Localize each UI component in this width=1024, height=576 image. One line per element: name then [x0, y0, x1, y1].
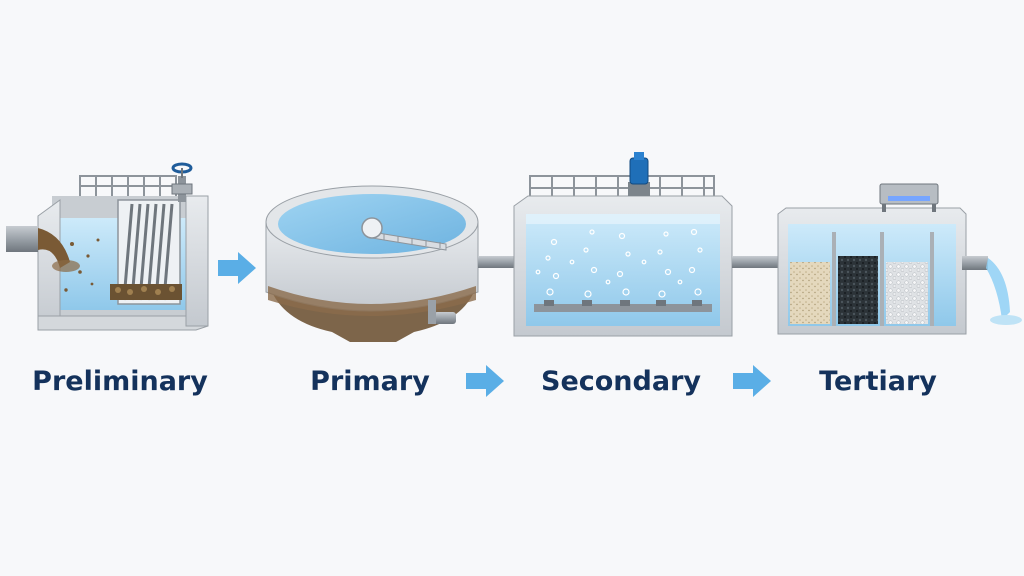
aeration-bubbles	[535, 228, 703, 298]
connector-pipe	[732, 256, 778, 268]
stage-label-primary: Primary	[310, 366, 430, 397]
connector-pipe	[478, 256, 514, 268]
primary-stage-illustration	[265, 185, 479, 342]
stage-label-tertiary: Tertiary	[819, 366, 937, 397]
safety-railing	[529, 175, 715, 198]
preliminary-stage-illustration	[6, 162, 209, 331]
arrow-right-icon	[733, 365, 771, 397]
gravel-filter-layer	[886, 262, 928, 324]
carbon-filter-layer	[838, 256, 878, 324]
safety-railing	[79, 175, 177, 196]
arrow-right-icon	[218, 252, 256, 284]
valve-wheel-icon	[171, 162, 193, 202]
clarifier-bridge	[361, 217, 447, 251]
inlet-pipe	[6, 226, 80, 272]
stage-label-secondary: Secondary	[541, 366, 701, 397]
tertiary-stage-illustration	[777, 183, 1022, 335]
flow-arrows	[218, 252, 771, 397]
arrow-right-icon	[466, 365, 504, 397]
secondary-stage-illustration	[513, 152, 733, 337]
blower-motor-icon	[628, 152, 650, 196]
outlet-pipe	[962, 256, 988, 270]
sand-filter-layer	[790, 262, 830, 324]
bar-screen	[110, 199, 182, 305]
stage-label-preliminary: Preliminary	[32, 366, 208, 397]
uv-lamp-icon	[879, 183, 939, 212]
